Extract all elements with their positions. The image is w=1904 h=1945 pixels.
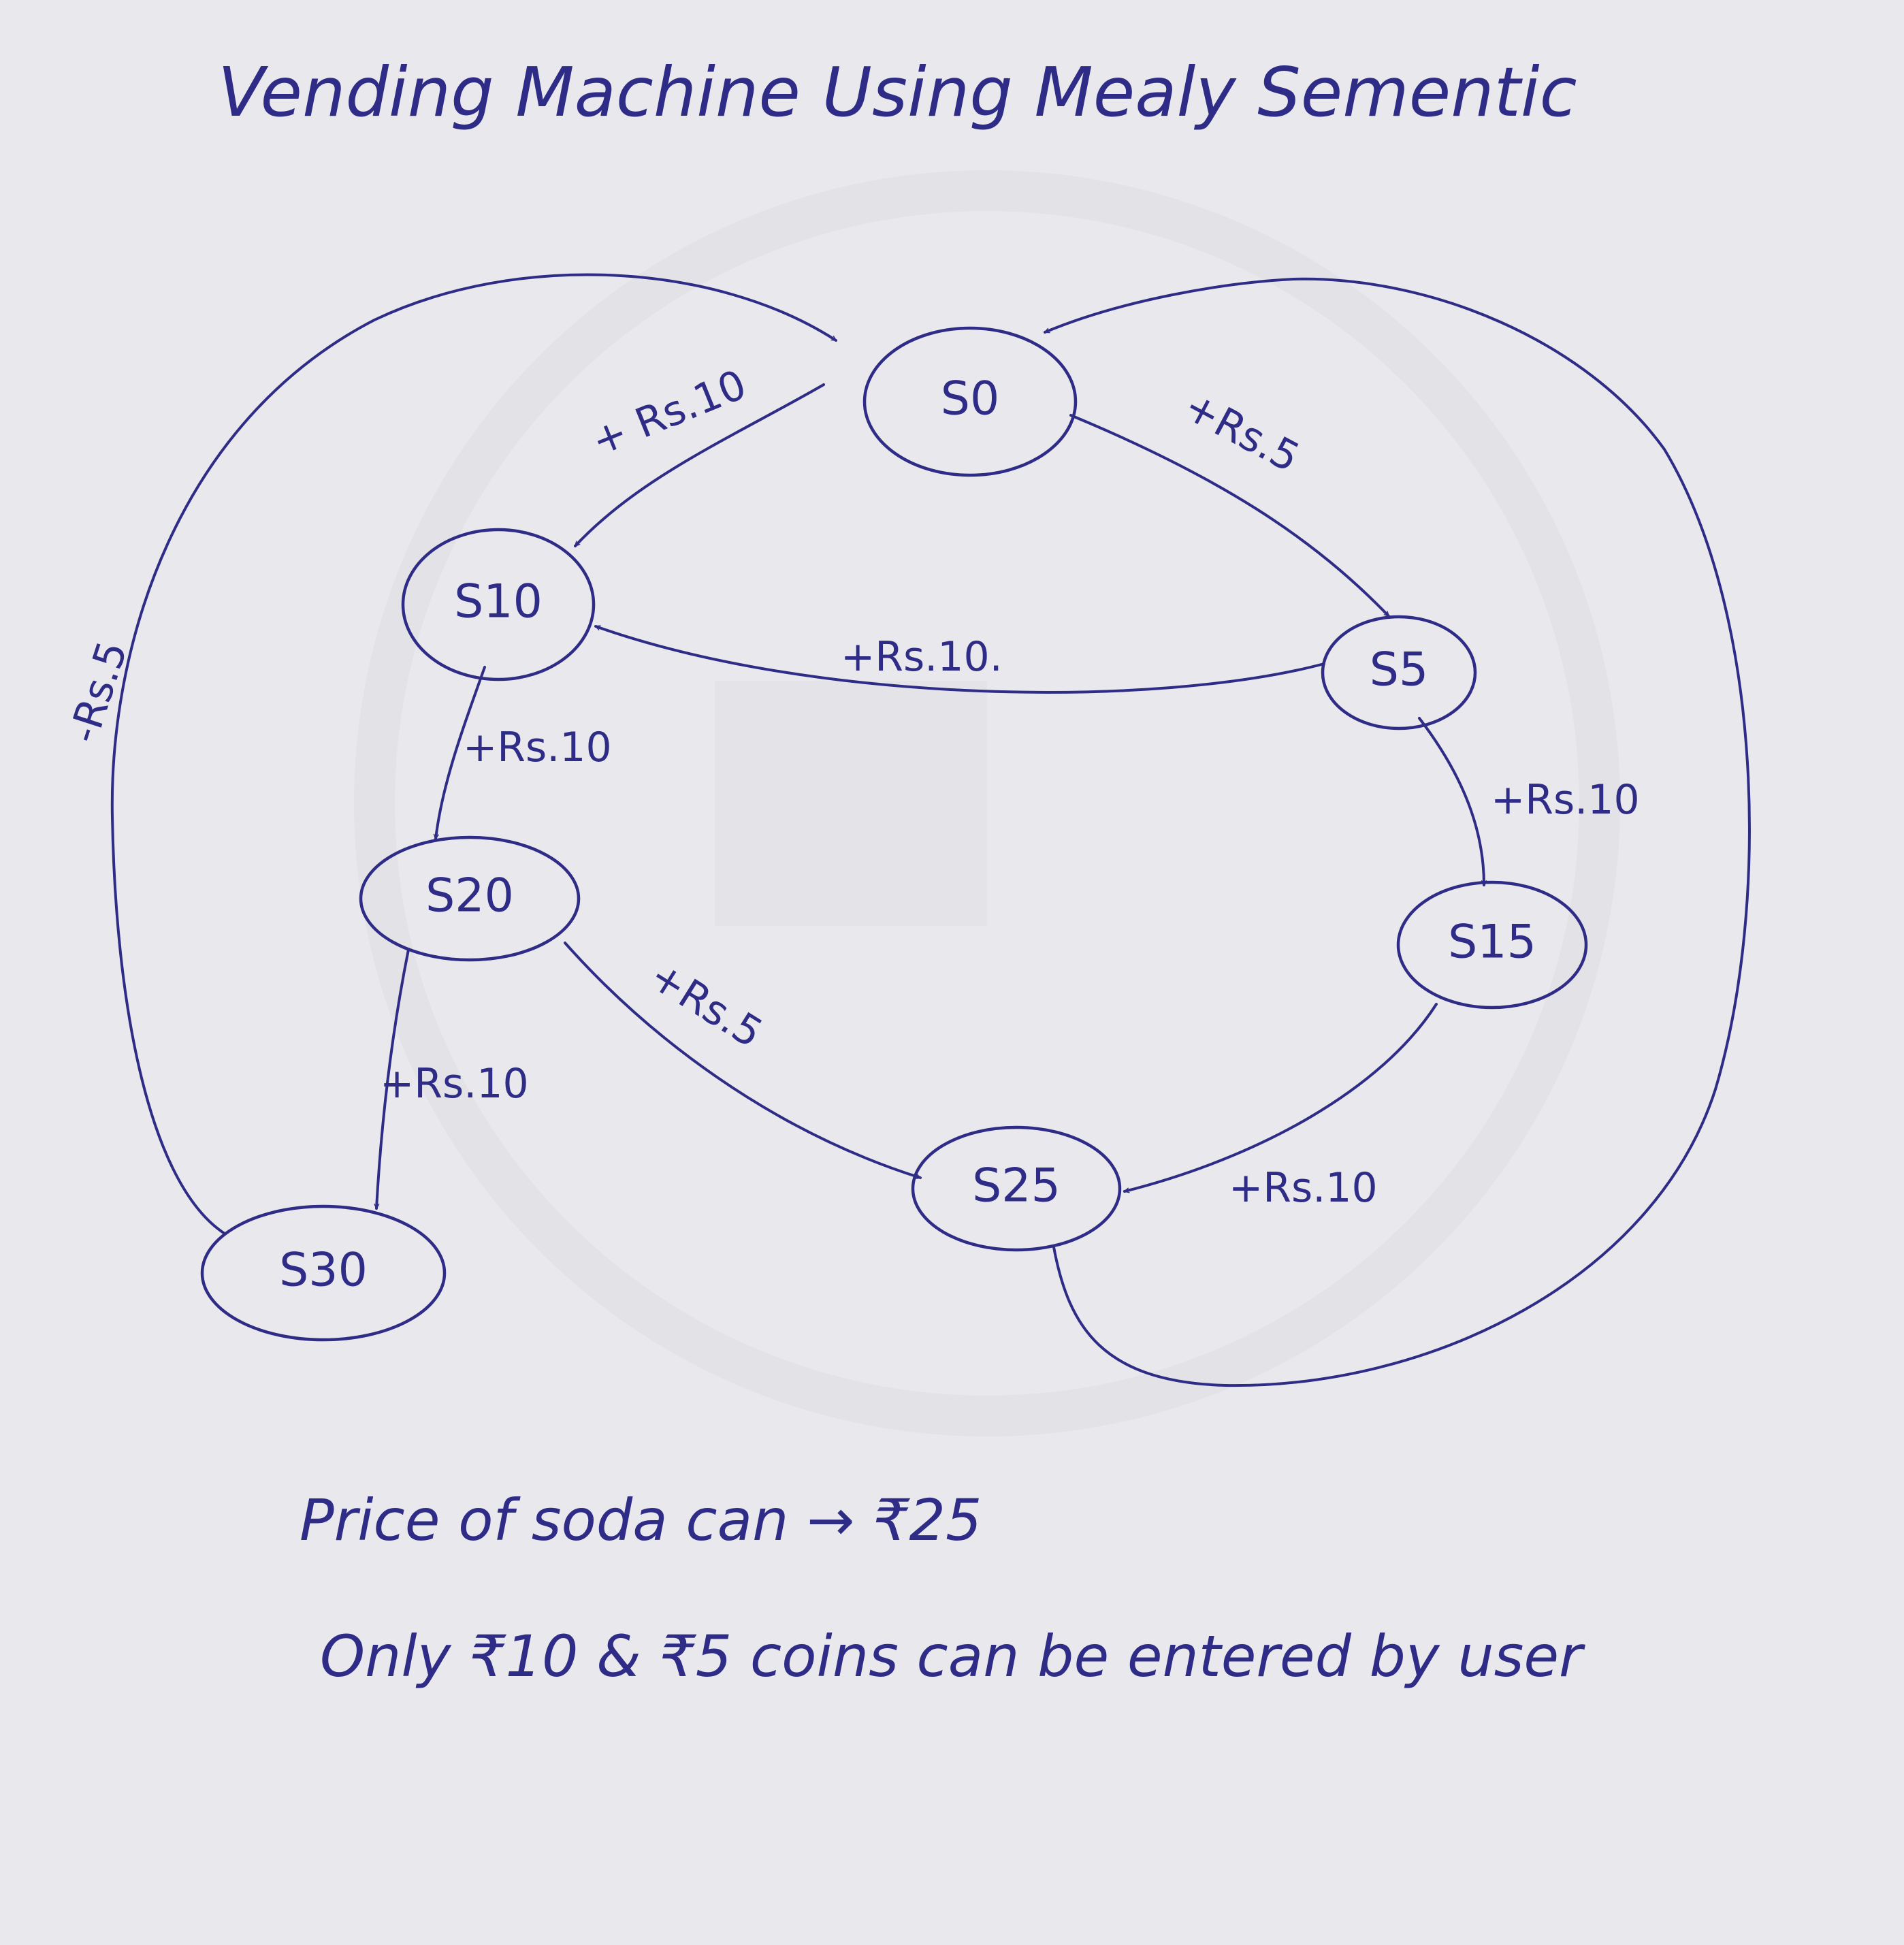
edge-s5-s15 (1418, 717, 1484, 886)
state-s10: S10 (401, 528, 596, 681)
edge-s5-s10 (594, 625, 1325, 694)
label-s20-s30: +Rs.10 (380, 1060, 529, 1108)
edge-s0-s5 (1069, 414, 1390, 617)
state-s20-label: S20 (425, 869, 514, 923)
label-s0-s10: + Rs.10 (585, 361, 753, 466)
paper-texture (354, 170, 1620, 1436)
edge-s20-s25 (564, 942, 922, 1178)
label-s20-s25: +Rs.5 (641, 952, 771, 1057)
state-s0: S0 (862, 326, 1078, 477)
state-s15: S15 (1396, 880, 1588, 1010)
label-s0-s5: +Rs.5 (1176, 382, 1307, 482)
state-s10-label: S10 (454, 575, 543, 629)
label-s15-s25: +Rs.10 (1229, 1164, 1378, 1212)
label-s5-s10: +Rs.10. (841, 633, 1003, 681)
label-s10-s20: +Rs.10 (463, 724, 612, 771)
note-coins: Only ₹10 & ₹5 coins can be entered by us… (320, 1623, 1585, 1690)
state-s20: S20 (359, 835, 581, 962)
edge-s10-s20 (436, 666, 486, 840)
note-price: Price of soda can → ₹25 (300, 1487, 982, 1554)
edge-s15-s25 (1123, 1003, 1438, 1191)
label-s5-s15: +Rs.10 (1491, 776, 1640, 824)
edge-s25-s0 (1044, 277, 1751, 1387)
state-s25-label: S25 (972, 1159, 1061, 1213)
state-s15-label: S15 (1448, 916, 1536, 969)
state-s5-label: S5 (1370, 643, 1428, 697)
state-s30-label: S30 (279, 1244, 368, 1298)
state-s0-label: S0 (941, 372, 999, 426)
label-s30-s0: -Rs.5 (60, 636, 138, 749)
state-s25: S25 (911, 1125, 1122, 1252)
edge-s30-s0 (110, 273, 837, 1235)
diagram-title: Vending Machine Using Mealy Sementic (218, 52, 1577, 132)
edge-s20-s30 (376, 948, 410, 1210)
state-s5: S5 (1321, 615, 1477, 730)
edge-s0-s10 (574, 383, 825, 547)
state-s30: S30 (200, 1204, 447, 1342)
